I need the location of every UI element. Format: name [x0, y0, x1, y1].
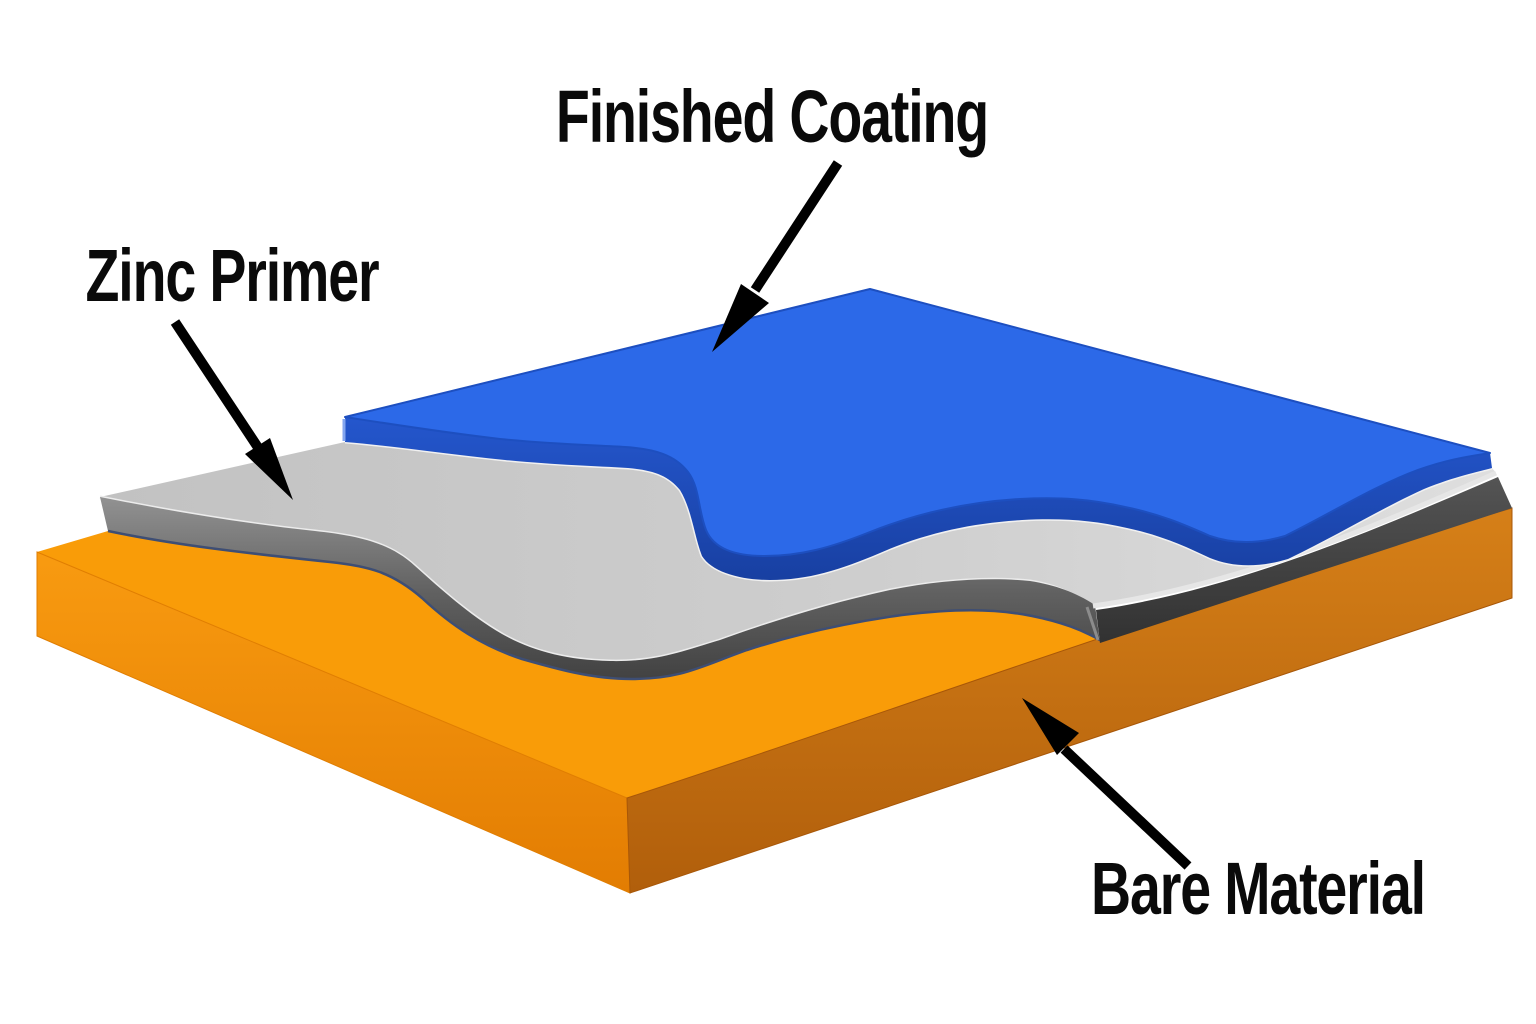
finished-coating-arrow: [712, 160, 843, 352]
finished-coating-arrow-shaft: [750, 160, 843, 293]
bare-material-label: Bare Material: [1091, 847, 1426, 930]
zinc-primer-top-face: [100, 442, 1496, 662]
zinc-primer-front-edge: [100, 497, 1100, 679]
bare-material-arrowhead: [1022, 698, 1079, 755]
finished-coating-layer: [342, 288, 1493, 582]
finished-coating-front-edge: [345, 417, 1492, 580]
zinc-primer-arrowhead: [245, 438, 293, 500]
finished-coating-top-face: [344, 288, 1491, 557]
bare-material-arrow: [1022, 698, 1192, 870]
zinc-primer-label: Zinc Primer: [85, 234, 380, 317]
bare-material-arrow-shaft: [1060, 745, 1192, 870]
zinc-primer-arrow: [170, 319, 293, 500]
zinc-primer-right-edge: [1096, 477, 1512, 643]
bare-material-top-face: [37, 508, 1512, 798]
zinc-primer-cut-face: [1085, 606, 1100, 641]
finished-coating-arrowhead: [712, 284, 769, 352]
zinc-primer-arrow-shaft: [170, 319, 264, 452]
zinc-primer-bottom-seam: [107, 529, 1101, 681]
finished-coating-label: Finished Coating: [555, 75, 989, 158]
zinc-primer-layer: [99, 442, 1512, 681]
